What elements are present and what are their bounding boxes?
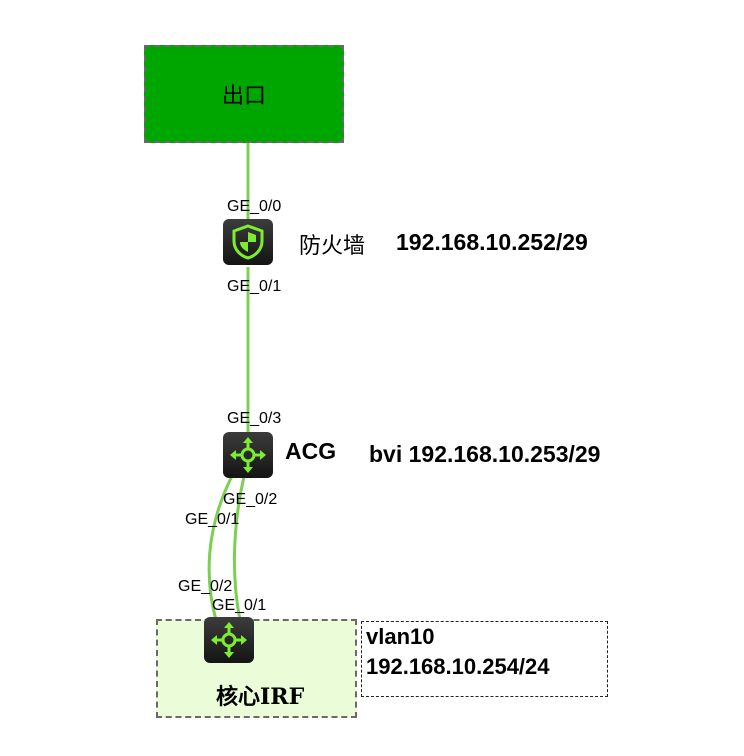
router-arrows-icon bbox=[230, 437, 266, 473]
exit-label: 出口 bbox=[221, 84, 266, 109]
exit-node[interactable]: 出口 bbox=[144, 45, 344, 143]
core-port-up-right: GE_0/1 bbox=[212, 597, 267, 614]
acg-ip: bvi 192.168.10.253/29 bbox=[369, 441, 601, 467]
firewall-name: 防火墙 bbox=[299, 234, 366, 259]
router-arrows-icon bbox=[211, 622, 247, 658]
acg-device[interactable] bbox=[223, 432, 273, 478]
core-name: 核心IRF bbox=[216, 684, 305, 710]
acg-port-down-right: GE_0/2 bbox=[223, 491, 278, 508]
acg-port-up: GE_0/3 bbox=[227, 410, 282, 427]
firewall-port-down: GE_0/1 bbox=[227, 278, 282, 295]
shield-icon bbox=[232, 224, 264, 260]
firewall-device[interactable] bbox=[223, 219, 273, 265]
firewall-port-up: GE_0/0 bbox=[227, 198, 282, 215]
core-ip: 192.168.10.254/24 bbox=[366, 654, 550, 679]
link-acg-core-2 bbox=[232, 475, 246, 621]
core-vlan: vlan10 bbox=[366, 624, 435, 649]
link-acg-core-1 bbox=[207, 475, 234, 621]
acg-port-down-left: GE_0/1 bbox=[185, 511, 240, 528]
core-group-box[interactable] bbox=[156, 619, 357, 718]
core-port-up-left: GE_0/2 bbox=[178, 578, 233, 595]
core-info-box: vlan10 192.168.10.254/24 bbox=[361, 621, 608, 697]
acg-name: ACG bbox=[285, 438, 337, 464]
core-device[interactable] bbox=[204, 617, 254, 663]
firewall-ip: 192.168.10.252/29 bbox=[396, 229, 588, 255]
